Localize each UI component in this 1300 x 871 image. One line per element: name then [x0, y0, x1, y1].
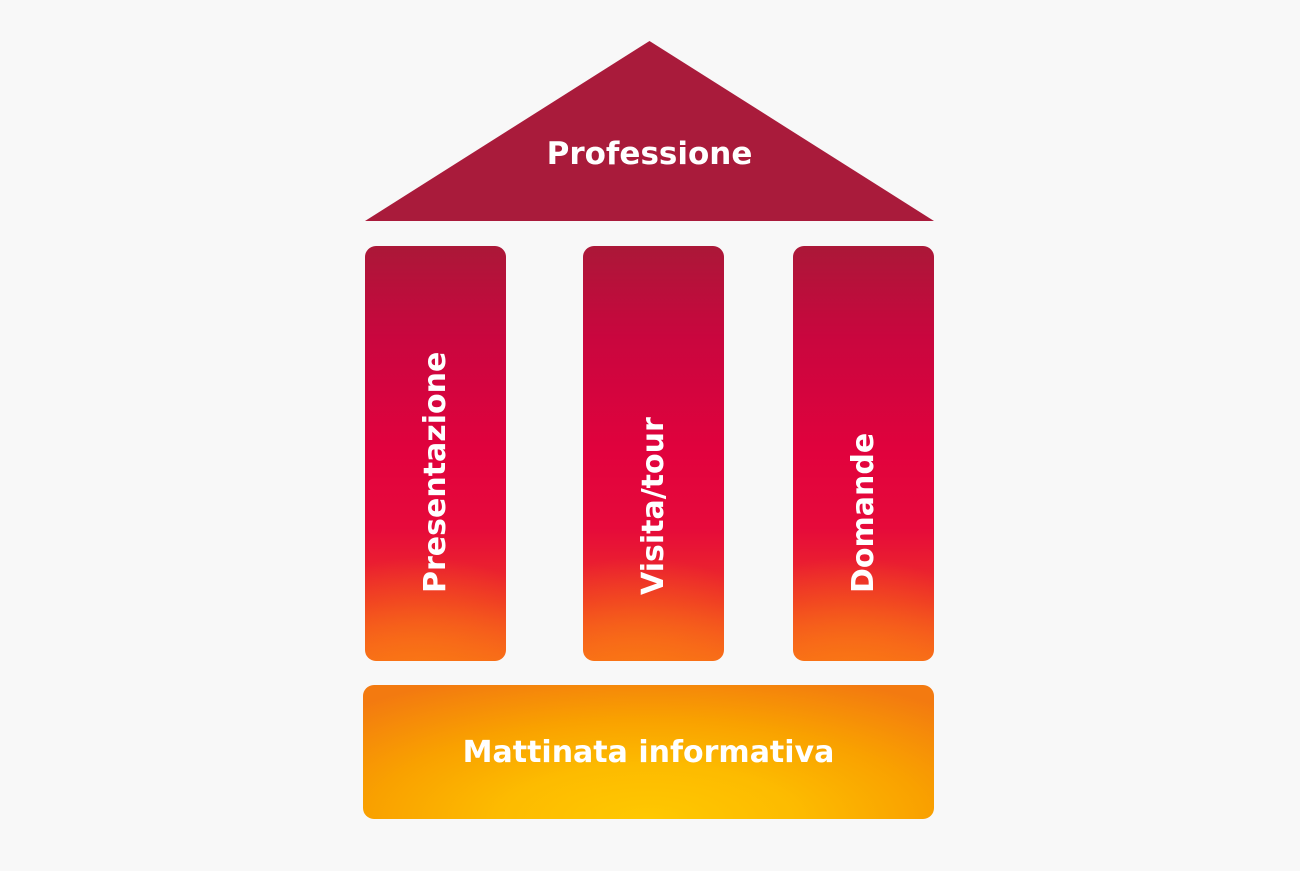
roof-triangle — [365, 41, 934, 221]
pillar-domande: Domande — [793, 246, 934, 661]
roof-label: Professione — [546, 136, 753, 172]
base-label: Mattinata informativa — [462, 735, 835, 770]
pillar-label: Domande — [845, 432, 881, 593]
pillar-visita-tour: Visita/tour — [583, 246, 724, 661]
pillar-label: Visita/tour — [635, 417, 671, 595]
pillar-presentazione: Presentazione — [365, 246, 506, 661]
pillar-label: Presentazione — [417, 351, 453, 593]
base: Mattinata informativa — [363, 685, 934, 819]
roof: Professione — [365, 41, 934, 221]
roof-shape — [365, 41, 934, 221]
